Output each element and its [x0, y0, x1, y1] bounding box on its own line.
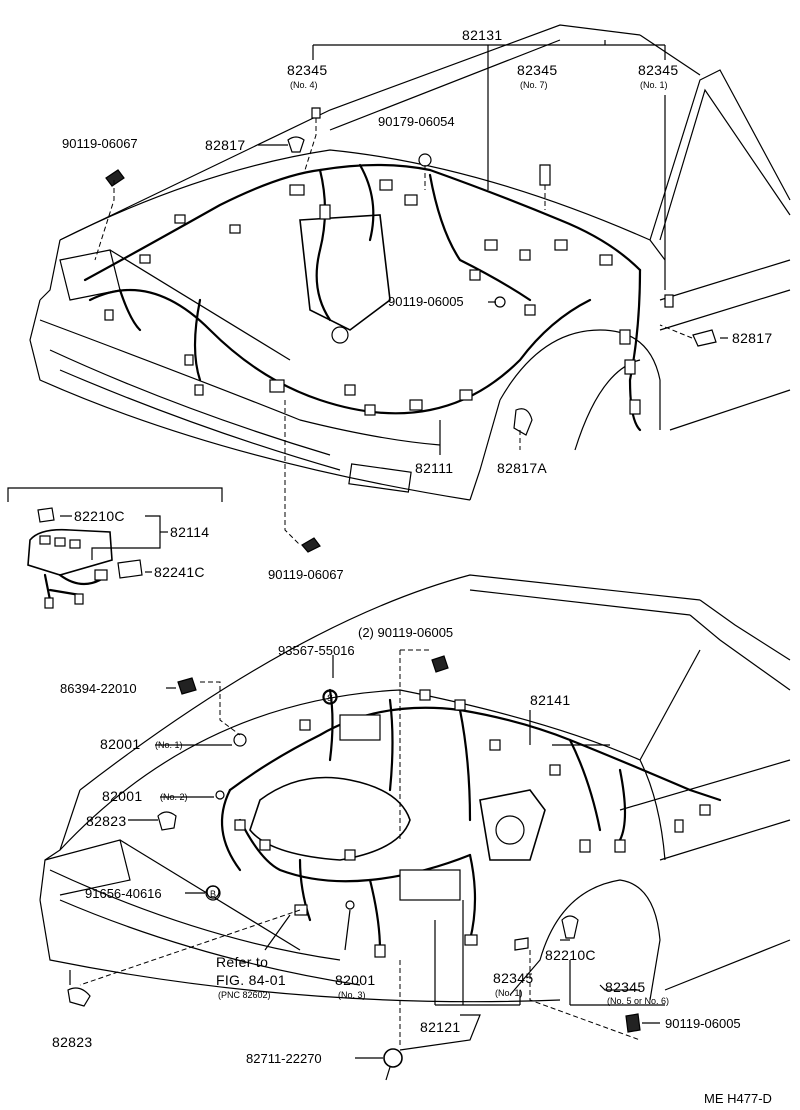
label-90119-06005: 90119-06005 [388, 294, 464, 309]
top-labels: 82131 82345 (No. 4) 82345 (No. 7) 82345 … [62, 27, 772, 582]
label-82817-b: 82817 [732, 330, 772, 346]
label-82345-no56-sub: (No. 5 or No. 6) [607, 996, 669, 1006]
label-inset-82241C: 82241C [154, 564, 205, 580]
label-82001-no1: 82001 [100, 736, 140, 752]
label-82001-no3-sub: (No. 3) [338, 990, 366, 1000]
marker-B: B [210, 889, 216, 899]
label-90119-06067-b: 90119-06067 [268, 567, 344, 582]
label-2-90119-06005: (2) 90119-06005 [358, 625, 453, 640]
label-inset-82114: 82114 [170, 524, 209, 540]
label-82121: 82121 [420, 1019, 460, 1035]
top-car-body [29, 24, 791, 501]
label-pnc-82602: (PNC 82602) [218, 990, 271, 1000]
label-86394-22010: 86394-22010 [60, 681, 137, 696]
label-fig-84-01: FIG. 84-01 [216, 972, 286, 988]
inset-box [7, 487, 223, 609]
label-82345-no1-bottom-sub: (No. 1) [495, 988, 523, 998]
label-82711-22270: 82711-22270 [246, 1051, 322, 1066]
label-82345-no1: 82345 [638, 62, 678, 78]
label-82345-no4: 82345 [287, 62, 327, 78]
top-leader-lines [94, 40, 728, 546]
label-82345-no4-sub: (No. 4) [290, 80, 318, 90]
label-inset-82210C: 82210C [74, 508, 125, 524]
label-refer-to: Refer to [216, 954, 268, 970]
label-82345-no7: 82345 [517, 62, 557, 78]
label-82345-no7-sub: (No. 7) [520, 80, 548, 90]
label-90119-06005-bottom: 90119-06005 [665, 1016, 741, 1031]
top-wire-harness [83, 163, 674, 432]
label-82345-no1-bottom: 82345 [493, 970, 533, 986]
label-90179-06054: 90179-06054 [378, 114, 455, 129]
label-90119-06067: 90119-06067 [62, 136, 138, 151]
footer-code: ME H477-D [704, 1091, 772, 1106]
label-82817-a: 82817 [205, 137, 245, 153]
bottom-labels: (2) 90119-06005 93567-55016 86394-22010 … [52, 625, 772, 1106]
label-82141: 82141 [530, 692, 570, 708]
bottom-car-body [39, 574, 791, 1003]
label-82001-no1-sub: (No. 1) [155, 740, 183, 750]
bottom-leader-lines [69, 649, 665, 1059]
top-callout-parts [105, 107, 717, 553]
label-82817A: 82817A [497, 460, 547, 476]
label-82131: 82131 [462, 27, 502, 43]
label-82345-no1-sub: (No. 1) [640, 80, 668, 90]
label-82345-no56: 82345 [605, 979, 645, 995]
label-82823-a: 82823 [86, 813, 126, 829]
bottom-wire-harness [220, 688, 722, 958]
label-82823-b: 82823 [52, 1034, 92, 1050]
label-82001-no2-sub: (No. 2) [160, 792, 188, 802]
label-82001-no2: 82001 [102, 788, 142, 804]
marker-S: S [327, 693, 333, 703]
label-91656-40616: 91656-40616 [85, 886, 162, 901]
label-82111: 82111 [415, 460, 453, 476]
bottom-callout-parts [67, 655, 641, 1081]
inset-labels: 82210C 82114 82241C [74, 508, 209, 580]
label-82210C-bottom: 82210C [545, 947, 596, 963]
label-93567-55016: 93567-55016 [278, 643, 355, 658]
label-82001-no3: 82001 [335, 972, 375, 988]
